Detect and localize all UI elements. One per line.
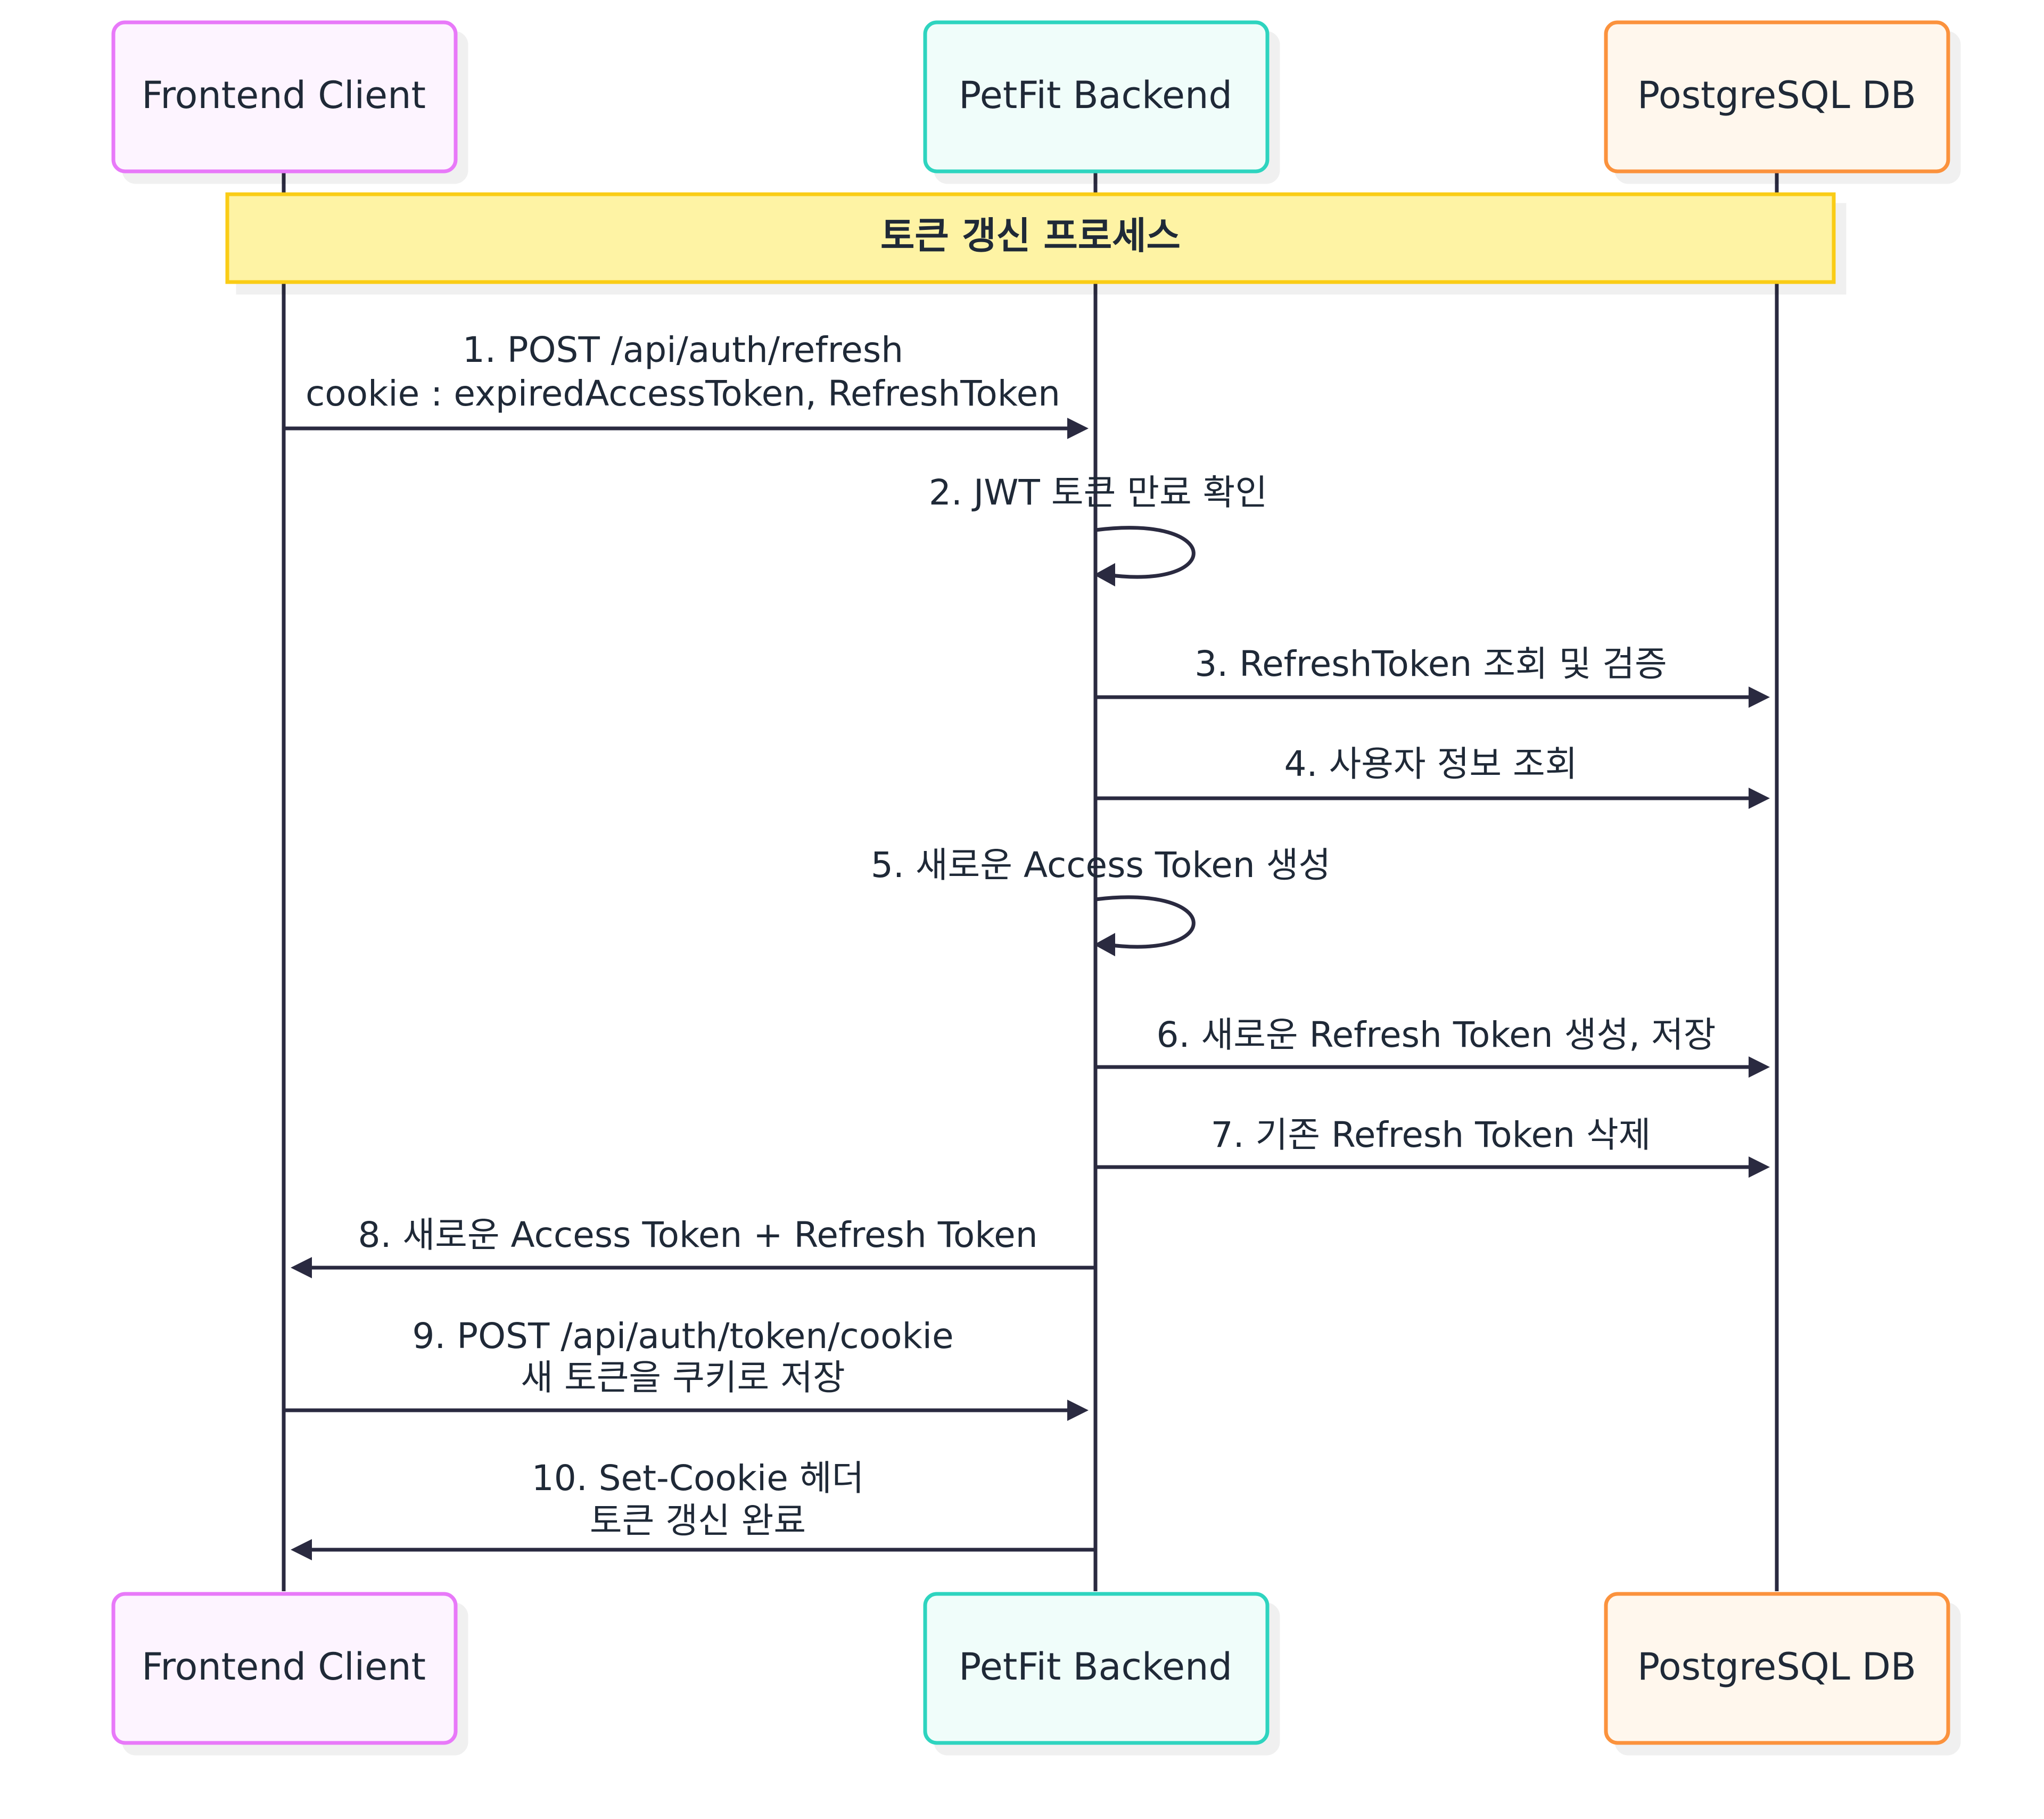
message-2: 2. JWT 토큰 만료 확인 [929,472,1267,586]
message-label: 1. POST /api/auth/refresh [463,329,903,370]
arrowhead [1749,788,1770,809]
actor-box [923,1592,1270,1745]
message-label: 10. Set-Cookie 헤더 [532,1458,864,1499]
actor-box [923,20,1270,173]
arrowhead [1749,1156,1770,1178]
arrowhead [291,1257,312,1278]
arrowhead [1067,418,1089,439]
actor-db-top: PostgreSQL DB [1604,20,1950,173]
message-9: 9. POST /api/auth/token/cookie 새 토큰을 쿠키로… [284,1316,1089,1421]
message-label: 5. 새로운 Access Token 생성 [871,845,1331,886]
arrowhead [1067,1400,1089,1421]
self-loop [1095,526,1196,579]
actor-label: PetFit Backend [959,73,1232,117]
message-label: 3. RefreshToken 조회 및 검증 [1194,643,1667,684]
actor-box [1604,20,1950,173]
message-label: cookie : expiredAccessToken, RefreshToke… [306,373,1060,414]
message-label: 토큰 갱신 완료 [590,1500,806,1541]
message-5: 5. 새로운 Access Token 생성 [871,845,1331,956]
actor-label: Frontend Client [142,73,426,117]
message-3: 3. RefreshToken 조회 및 검증 [1095,643,1770,708]
note-box [225,192,1836,284]
actor-backend-top: PetFit Backend [923,20,1270,173]
note-label: 토큰 갱신 프로세스 [880,214,1181,258]
message-label: 8. 새로운 Access Token + Refresh Token [358,1214,1037,1255]
arrowhead [1749,1056,1770,1078]
message-label: 7. 기존 Refresh Token 삭제 [1211,1114,1651,1155]
actor-box [111,1592,458,1745]
self-loop [1095,895,1196,949]
message-4: 4. 사용자 정보 조회 [1095,743,1770,809]
actor-db-bottom: PostgreSQL DB [1604,1592,1950,1745]
arrowhead [291,1539,312,1560]
actor-label: Frontend Client [142,1645,426,1689]
message-6: 6. 새로운 Refresh Token 생성, 저장 [1095,1014,1770,1078]
actor-label: PetFit Backend [959,1645,1232,1689]
actor-frontend-bottom: Frontend Client [111,1592,458,1745]
message-8: 8. 새로운 Access Token + Refresh Token [291,1214,1095,1278]
message-10: 10. Set-Cookie 헤더 토큰 갱신 완료 [291,1458,1095,1560]
message-label: 새 토큰을 쿠키로 저장 [521,1357,845,1398]
message-label: 9. POST /api/auth/token/cookie [412,1316,953,1357]
process-note: 토큰 갱신 프로세스 [225,192,1836,284]
arrowhead [1094,563,1115,586]
actor-frontend-top: Frontend Client [111,20,458,173]
message-label: 2. JWT 토큰 만료 확인 [929,472,1267,513]
actor-box [111,20,458,173]
actor-label: PostgreSQL DB [1637,1645,1916,1689]
arrowhead [1094,933,1115,956]
actor-label: PostgreSQL DB [1637,73,1916,117]
lifelines [282,171,1779,1591]
message-7: 7. 기존 Refresh Token 삭제 [1095,1114,1770,1178]
actor-box [1604,1592,1950,1745]
message-1: 1. POST /api/auth/refresh cookie : expir… [284,329,1089,439]
message-label: 6. 새로운 Refresh Token 생성, 저장 [1157,1014,1716,1055]
arrowhead [1749,687,1770,708]
message-label: 4. 사용자 정보 조회 [1284,743,1578,784]
actor-backend-bottom: PetFit Backend [923,1592,1270,1745]
